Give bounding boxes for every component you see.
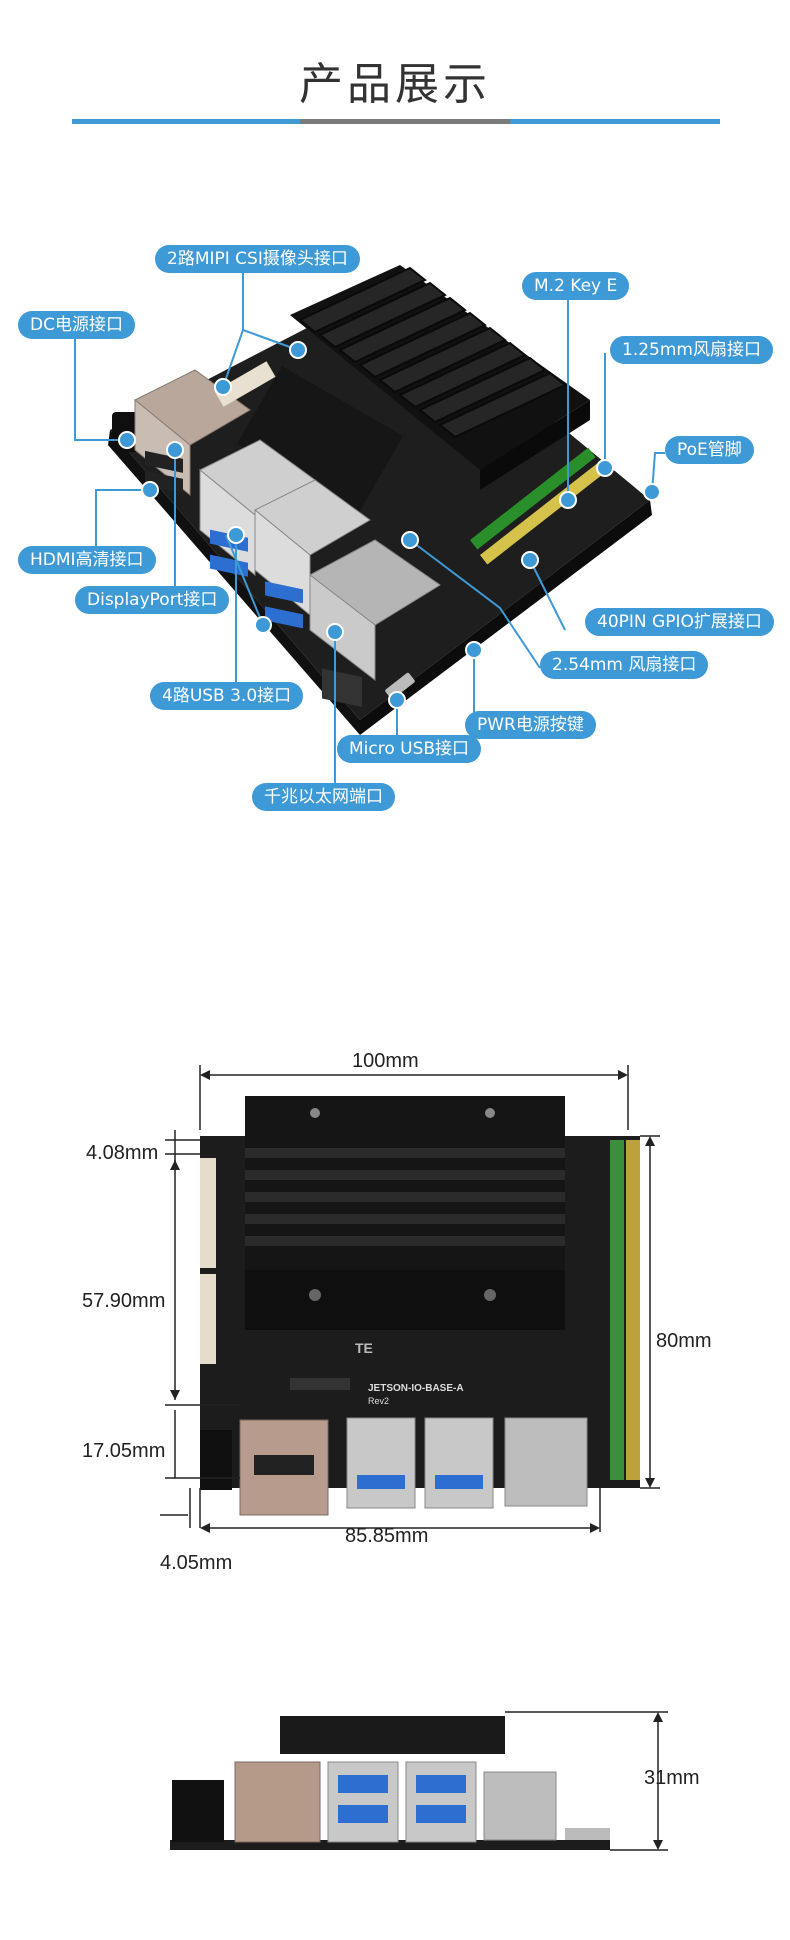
dim-right-height-label: 80mm bbox=[656, 1330, 712, 1352]
dim-port-span-label: 85.85mm bbox=[345, 1525, 429, 1547]
callout-hdmi: HDMI高清接口 bbox=[18, 546, 156, 574]
callout-fan125: 1.25mm风扇接口 bbox=[610, 336, 773, 364]
dim-width-label: 100mm bbox=[352, 1050, 419, 1072]
side-view-board bbox=[170, 1716, 610, 1850]
callout-m2: M.2 Key E bbox=[522, 272, 630, 300]
callout-fan254: 2.54mm 风扇接口 bbox=[540, 651, 709, 679]
heatsink bbox=[236, 265, 590, 514]
title-divider-left bbox=[72, 119, 300, 124]
page-title: 产品展示 bbox=[299, 59, 491, 110]
dim-bottom-height-label: 17.05mm bbox=[82, 1440, 166, 1462]
callout-usb3: 4路USB 3.0接口 bbox=[150, 682, 304, 710]
gpio-header bbox=[469, 447, 606, 565]
callout-microusb: Micro USB接口 bbox=[337, 735, 482, 763]
usb-port-stack-1 bbox=[346, 1417, 416, 1509]
callout-dc: DC电源接口 bbox=[18, 311, 135, 339]
dc-jack-top-view bbox=[200, 1430, 232, 1490]
callout-gpio: 40PIN GPIO扩展接口 bbox=[585, 608, 774, 636]
csi-connector-upper bbox=[200, 1158, 216, 1268]
hdmi-dp-stack bbox=[134, 369, 251, 497]
csi-connector-lower bbox=[200, 1274, 216, 1364]
dim-mid-height-label: 57.90mm bbox=[82, 1290, 166, 1312]
gpio-column bbox=[610, 1140, 640, 1480]
callout-pwr: PWR电源按键 bbox=[465, 711, 596, 739]
dim-side-height-label: 31mm bbox=[644, 1767, 700, 1789]
board-rev-label: Rev2 bbox=[368, 1396, 390, 1406]
board-te-logo: TE bbox=[355, 1340, 373, 1356]
title-divider-right bbox=[510, 119, 720, 124]
title-divider-middle bbox=[300, 119, 510, 124]
dim-top-offset-label: 4.08mm bbox=[86, 1142, 159, 1164]
callout-dots bbox=[118, 341, 661, 709]
usb3-stack-2 bbox=[254, 479, 371, 629]
dimension-arrowheads bbox=[170, 1070, 655, 1533]
ethernet-port bbox=[504, 1417, 588, 1507]
csi-connector bbox=[214, 361, 276, 407]
hdmi-dp-port-stack bbox=[239, 1419, 329, 1516]
callout-ethernet: 千兆以太网端口 bbox=[252, 783, 395, 811]
board-model-label: JETSON-IO-BASE-A bbox=[368, 1383, 464, 1394]
dim-left-offset-label: 4.05mm bbox=[160, 1552, 233, 1574]
heatsink-top-view bbox=[245, 1096, 565, 1330]
leader-lines bbox=[74, 273, 665, 798]
usb-port-stack-2 bbox=[424, 1417, 494, 1509]
annotated-board-illustration bbox=[74, 265, 665, 798]
callout-poe: PoE管脚 bbox=[665, 436, 754, 464]
callout-dp: DisplayPort接口 bbox=[75, 586, 230, 614]
board-label-area bbox=[290, 1378, 350, 1390]
callout-csi: 2路MIPI CSI摄像头接口 bbox=[155, 245, 360, 273]
